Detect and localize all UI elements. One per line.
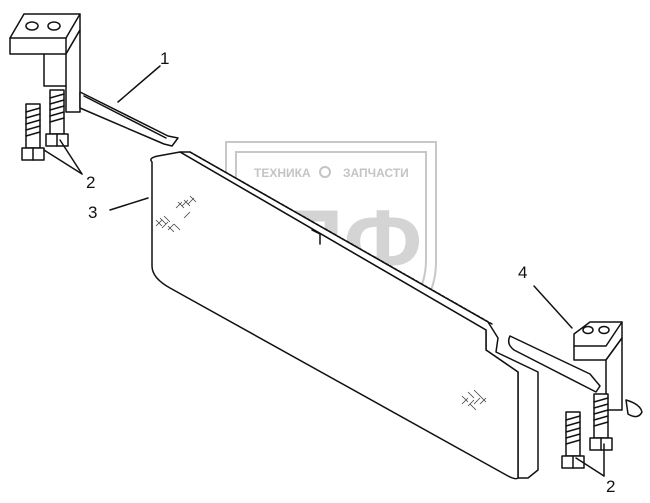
callout-1: 1 [160, 49, 169, 68]
leader-4 [533, 285, 573, 329]
bracket-left [9, 13, 179, 147]
visor-panel [150, 151, 539, 480]
screw-right-1 [561, 411, 585, 469]
bracket-right [507, 321, 643, 418]
watermark-text-left: ТЕХНИКА [254, 166, 311, 180]
leader-2-left-b [59, 139, 83, 175]
screw-left-1 [21, 103, 45, 161]
leader-2-left-a [43, 149, 83, 175]
leader-1 [117, 65, 161, 103]
watermark-text-right: ЗАПЧАСТИ [343, 166, 409, 180]
leader-2-right-a [575, 457, 605, 477]
callout-4: 4 [518, 263, 527, 282]
leader-3 [109, 197, 149, 211]
callout-2-right: 2 [606, 477, 615, 496]
leader-lines [43, 65, 605, 477]
callout-2-left: 2 [86, 173, 95, 192]
gear-icon [319, 166, 331, 178]
callout-3: 3 [88, 203, 97, 222]
screw-left-2 [45, 89, 69, 147]
screw-right-2 [589, 393, 613, 451]
visor-texture [155, 195, 487, 411]
